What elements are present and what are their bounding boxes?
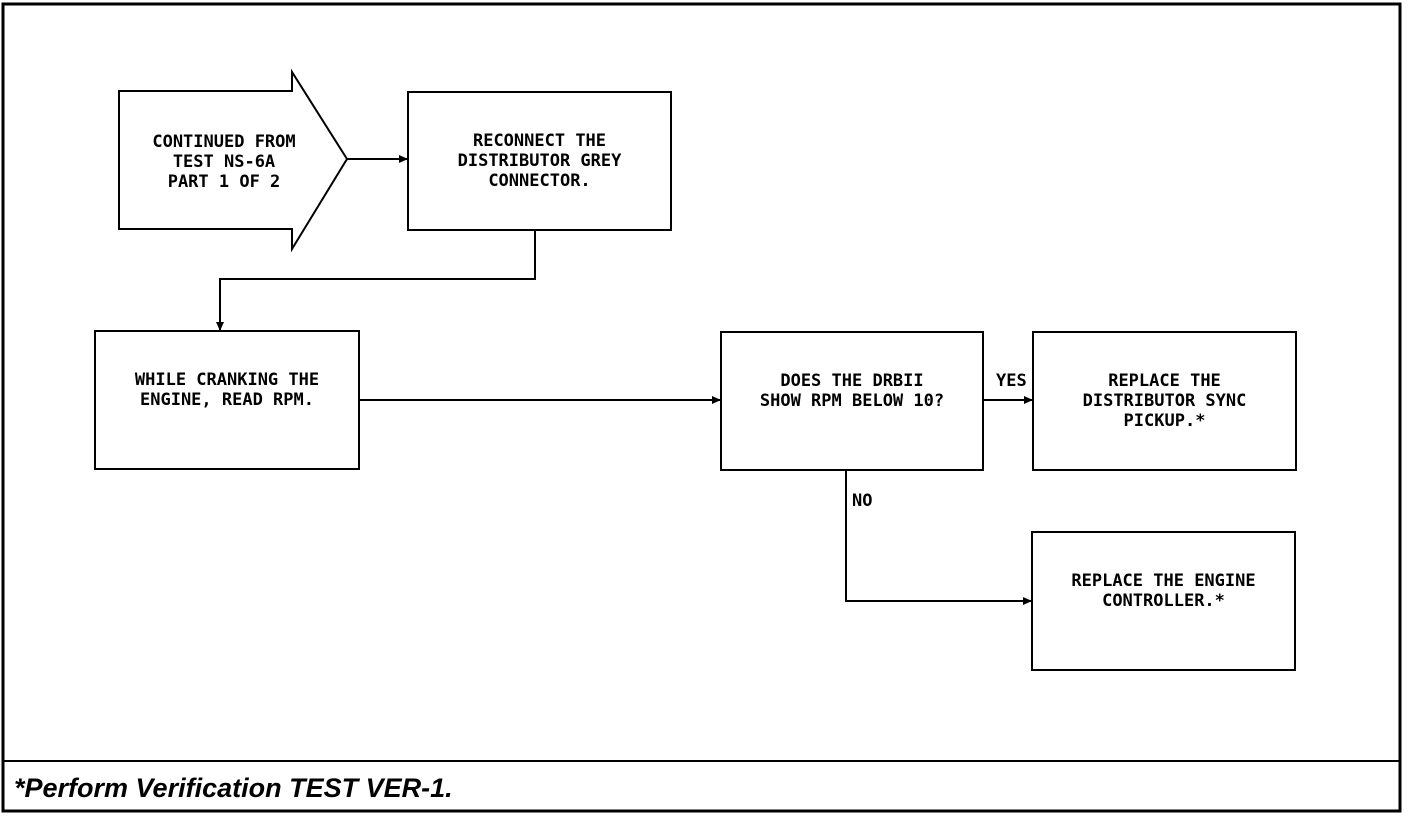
replace-controller-line-1: REPLACE THE ENGINE bbox=[1071, 571, 1256, 591]
start-line-3: PART 1 OF 2 bbox=[167, 172, 281, 192]
decision-line-2: SHOW RPM BELOW 10? bbox=[759, 391, 945, 411]
edge-reconnect-to-crank bbox=[216, 230, 536, 331]
footnote-text: *Perform Verification TEST VER-1. bbox=[14, 773, 453, 803]
reconnect-line-1: RECONNECT THE bbox=[472, 131, 607, 151]
crank-text: WHILE CRANKING THE ENGINE, READ RPM. bbox=[95, 370, 359, 410]
decision-box bbox=[720, 331, 984, 471]
start-line-2: TEST NS-6A bbox=[172, 152, 276, 172]
crank-line-1: WHILE CRANKING THE bbox=[134, 370, 320, 390]
start-line-1: CONTINUED FROM bbox=[152, 132, 296, 152]
replace-pickup-box bbox=[1032, 331, 1297, 471]
reconnect-text: RECONNECT THE DISTRIBUTOR GREY CONNECTOR… bbox=[408, 131, 671, 191]
replace-controller-box bbox=[1031, 531, 1296, 671]
reconnect-line-3: CONNECTOR. bbox=[488, 171, 591, 191]
start-connector-shape bbox=[118, 68, 349, 253]
decision-text: DOES THE DRBII SHOW RPM BELOW 10? bbox=[721, 371, 983, 411]
crank-box bbox=[94, 330, 360, 470]
replace-controller-text: REPLACE THE ENGINE CONTROLLER.* bbox=[1032, 571, 1295, 611]
edge-no bbox=[845, 470, 1032, 605]
replace-controller-line-2: CONTROLLER.* bbox=[1102, 591, 1225, 611]
replace-pickup-line-1: REPLACE THE bbox=[1108, 371, 1221, 391]
reconnect-box bbox=[407, 91, 672, 231]
yes-label: YES bbox=[996, 371, 1027, 391]
replace-pickup-line-2: DISTRIBUTOR SYNC bbox=[1082, 391, 1247, 411]
start-connector-text: CONTINUED FROM TEST NS-6A PART 1 OF 2 bbox=[119, 132, 329, 192]
decision-line-1: DOES THE DRBII bbox=[780, 371, 924, 391]
no-label: NO bbox=[852, 491, 873, 511]
replace-pickup-text: REPLACE THE DISTRIBUTOR SYNC PICKUP.* bbox=[1033, 371, 1296, 431]
crank-line-2: ENGINE, READ RPM. bbox=[140, 390, 314, 410]
replace-pickup-line-3: PICKUP.* bbox=[1123, 411, 1206, 431]
reconnect-line-2: DISTRIBUTOR GREY bbox=[457, 151, 622, 171]
